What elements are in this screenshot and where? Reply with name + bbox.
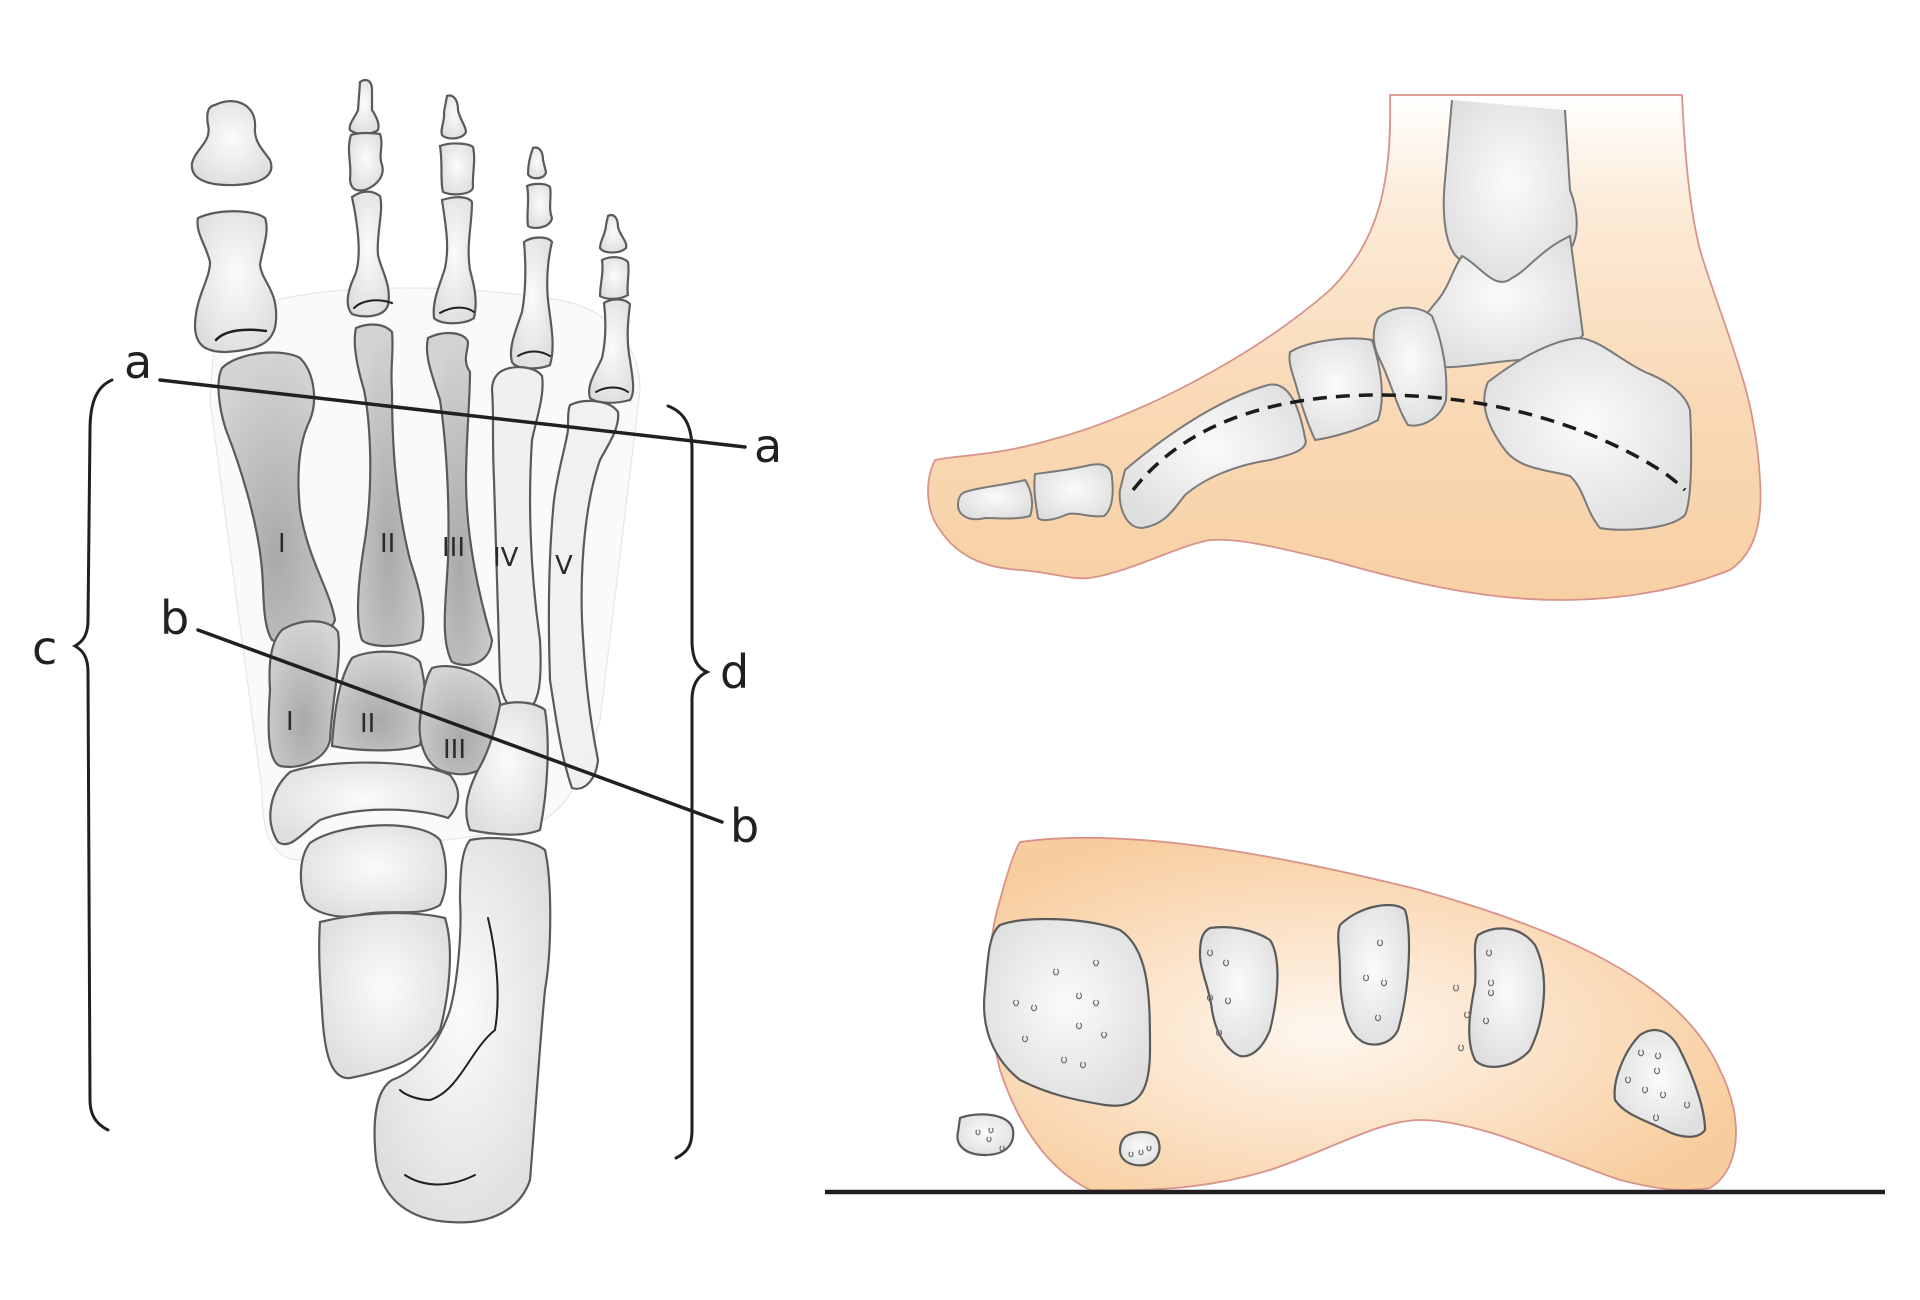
metatarsal-5 xyxy=(547,399,620,790)
cuneiform-labels: I II III xyxy=(286,707,466,765)
section-line-b: b b xyxy=(160,591,759,853)
metatarsal-section-3 xyxy=(1337,903,1411,1046)
cuneiform-label-3: III xyxy=(443,735,466,765)
label-d: d xyxy=(720,645,749,699)
section-line-a: a a xyxy=(124,335,782,473)
label-b-start: b xyxy=(160,591,189,645)
metatarsal-section-2 xyxy=(1198,926,1279,1058)
cuneiform-3 xyxy=(418,664,503,776)
brace-d: d xyxy=(666,404,749,1160)
brace-c: c xyxy=(32,378,114,1132)
cuneiform-2 xyxy=(330,650,427,752)
calcaneus xyxy=(373,837,552,1224)
label-a-start: a xyxy=(124,335,152,389)
cuboid xyxy=(465,701,549,836)
sesamoid-2 xyxy=(1118,1131,1161,1167)
metatarsal-section-5 xyxy=(1613,1028,1707,1138)
metatarsal-label-4: IV xyxy=(493,543,519,573)
metatarsal-label-1: I xyxy=(278,529,286,559)
label-a-end: a xyxy=(754,419,782,473)
metatarsal-label-3: III xyxy=(442,533,465,563)
cuneiform-label-1: I xyxy=(286,707,294,737)
cuneiform-label-2: II xyxy=(360,709,375,739)
dorsal-foot-skeleton xyxy=(190,79,641,1224)
metatarsal-3 xyxy=(425,332,494,667)
transverse-arch-cross-section xyxy=(825,836,1885,1195)
lateral-foot-view xyxy=(927,94,1762,601)
metatarsal-label-2: II xyxy=(380,529,395,559)
sesamoid-1 xyxy=(956,1113,1015,1157)
metatarsal-labels: I II III IV V xyxy=(278,529,573,581)
navicular xyxy=(269,761,460,846)
metatarsal-section-4 xyxy=(1452,927,1546,1068)
metatarsal-1 xyxy=(217,351,337,645)
metatarsal-label-5: V xyxy=(555,551,573,581)
label-b-end: b xyxy=(730,799,759,853)
metatarsal-section-1 xyxy=(983,917,1152,1107)
medial-arch-line xyxy=(1131,393,1687,492)
cuneiform-1 xyxy=(267,620,341,768)
label-c: c xyxy=(32,621,57,675)
talus-body xyxy=(318,911,452,1080)
talus xyxy=(299,824,448,918)
